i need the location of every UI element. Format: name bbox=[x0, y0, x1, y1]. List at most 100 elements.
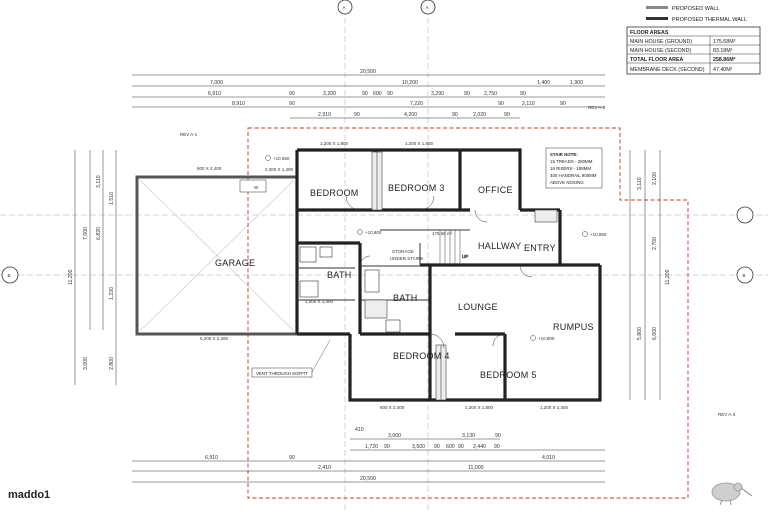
svg-text:90: 90 bbox=[464, 91, 470, 97]
stair-note: STAIR NOTE: 15 TREADS - 280MM 16 RISERS … bbox=[545, 147, 603, 189]
svg-text:3,110: 3,110 bbox=[96, 175, 102, 188]
stairs: UP bbox=[439, 230, 469, 265]
svg-text:+10,650: +10,650 bbox=[590, 232, 607, 237]
svg-text:90: 90 bbox=[560, 101, 566, 107]
svg-text:90: 90 bbox=[504, 112, 510, 118]
watermark-text: maddo1 bbox=[8, 489, 51, 501]
svg-text:1,200 X 2,400: 1,200 X 2,400 bbox=[540, 405, 569, 410]
svg-text:90: 90 bbox=[384, 444, 390, 450]
svg-text:B: B bbox=[743, 273, 746, 278]
svg-text:1,900: 1,900 bbox=[570, 80, 583, 86]
room-label-hallway: HALLWAY bbox=[478, 241, 521, 251]
svg-text:1,720: 1,720 bbox=[365, 444, 378, 450]
svg-text:20,500: 20,500 bbox=[360, 476, 376, 482]
section-marker-right-lower bbox=[736, 266, 754, 284]
svg-text:STAIR NOTE:: STAIR NOTE: bbox=[550, 152, 578, 157]
rev-a3-label: REV A-3 bbox=[718, 412, 736, 417]
svg-text:4,010: 4,010 bbox=[542, 455, 555, 461]
svg-text:1,510: 1,510 bbox=[109, 192, 115, 205]
tub-icon bbox=[299, 280, 319, 298]
shower-icon-lower bbox=[364, 269, 380, 293]
floor-area-label: 175.68 m² bbox=[432, 231, 453, 236]
room-label-bedroom-4: BEDROOM 4 bbox=[393, 351, 450, 361]
legend: PROPOSED WALL PROPOSED THERMAL WALL bbox=[646, 6, 747, 23]
svg-text:5,200 X 2,200: 5,200 X 2,200 bbox=[200, 336, 229, 341]
section-marker-top-left bbox=[337, 0, 353, 15]
svg-text:90: 90 bbox=[494, 444, 500, 450]
section-marker-top-right bbox=[420, 0, 436, 15]
right-dimension-labels: 11,200 6,000 5,800 2,700 3,110 2,100 bbox=[637, 172, 671, 340]
svg-text:+10,800: +10,800 bbox=[365, 230, 382, 235]
svg-text:90: 90 bbox=[289, 101, 295, 107]
area-label-deck: MEMBRANE DECK (SECOND) bbox=[630, 67, 705, 73]
svg-text:1,220: 1,220 bbox=[109, 287, 115, 300]
svg-text:3,500: 3,500 bbox=[412, 444, 425, 450]
svg-text:90: 90 bbox=[362, 91, 368, 97]
svg-text:A: A bbox=[343, 5, 346, 10]
svg-text:2,910: 2,910 bbox=[318, 112, 331, 118]
svg-text:410: 410 bbox=[355, 427, 364, 433]
svg-text:5,800: 5,800 bbox=[637, 327, 643, 340]
svg-text:11,200: 11,200 bbox=[68, 269, 74, 285]
room-label-bath-upper: BATH bbox=[327, 270, 352, 280]
svg-text:6,000: 6,000 bbox=[652, 327, 658, 340]
svg-text:3,200: 3,200 bbox=[323, 91, 336, 97]
svg-text:90: 90 bbox=[458, 444, 464, 450]
svg-text:1,200 X 1,800: 1,200 X 1,800 bbox=[465, 405, 494, 410]
bottom-dimension-labels: 410 3,000 3,130 90 1,720 90 3,500 90 600… bbox=[205, 427, 555, 482]
area-label-second: MAIN HOUSE (SECOND) bbox=[630, 48, 691, 54]
svg-text:1,400: 1,400 bbox=[537, 80, 550, 86]
svg-text:90: 90 bbox=[498, 101, 504, 107]
svg-text:20,500: 20,500 bbox=[360, 69, 376, 75]
svg-text:UP: UP bbox=[462, 254, 468, 259]
room-label-bedroom-3: BEDROOM 3 bbox=[388, 183, 445, 193]
room-labels: BEDROOM BEDROOM 3 OFFICE HALLWAY ENTRY B… bbox=[310, 183, 594, 380]
svg-text:2,440: 2,440 bbox=[473, 444, 486, 450]
svg-text:90: 90 bbox=[354, 112, 360, 118]
svg-text:VENT THROUGH SOFFIT: VENT THROUGH SOFFIT bbox=[256, 371, 308, 376]
svg-text:90: 90 bbox=[520, 91, 526, 97]
svg-text:+10,800: +10,800 bbox=[538, 336, 555, 341]
svg-text:90: 90 bbox=[452, 112, 458, 118]
area-label-ground: MAIN HOUSE (GROUND) bbox=[630, 39, 692, 45]
svg-text:11,200: 11,200 bbox=[665, 269, 671, 285]
bathroom-fixtures bbox=[299, 246, 401, 333]
svg-text:2,410: 2,410 bbox=[318, 465, 331, 471]
svg-text:3,290: 3,290 bbox=[431, 91, 444, 97]
room-label-lounge: LOUNGE bbox=[458, 302, 498, 312]
area-label-total: TOTAL FLOOR AREA bbox=[630, 57, 684, 63]
svg-text:6,910: 6,910 bbox=[205, 455, 218, 461]
bottom-dimensions bbox=[132, 438, 605, 483]
svg-text:6,910: 6,910 bbox=[208, 91, 221, 97]
top-dimensions bbox=[132, 74, 605, 119]
section-marker-right-upper bbox=[736, 206, 754, 224]
svg-text:7,220: 7,220 bbox=[410, 101, 423, 107]
house-walls bbox=[295, 148, 602, 402]
svg-text:8,910: 8,910 bbox=[232, 101, 245, 107]
area-value-total: 258.86M² bbox=[713, 57, 736, 63]
svg-text:2,100: 2,100 bbox=[652, 172, 658, 185]
wardrobes bbox=[364, 151, 558, 401]
svg-text:1,000 X 1,400: 1,000 X 1,400 bbox=[305, 299, 334, 304]
room-label-garage: GARAGE bbox=[215, 258, 255, 268]
svg-text:800 X 2,400: 800 X 2,400 bbox=[197, 166, 222, 171]
room-label-bedroom-5: BEDROOM 5 bbox=[480, 370, 537, 380]
room-label-rumpus: RUMPUS bbox=[553, 322, 594, 332]
svg-text:ABOVE NOSING: ABOVE NOSING bbox=[550, 180, 584, 185]
svg-text:2,700: 2,700 bbox=[652, 237, 658, 250]
left-dimension-labels: 11,200 7,000 6,820 3,000 2,800 1,510 1,2… bbox=[68, 175, 115, 370]
thermal-wall-swatch bbox=[646, 17, 668, 20]
garage: W GARAGE bbox=[135, 175, 299, 336]
vanity-icon bbox=[319, 246, 333, 258]
room-label-bath-lower: BATH bbox=[393, 293, 418, 303]
shower-icon bbox=[299, 246, 317, 263]
svg-text:2,020: 2,020 bbox=[473, 112, 486, 118]
svg-text:90: 90 bbox=[387, 91, 393, 97]
area-value-ground: 175.68M² bbox=[713, 39, 736, 45]
level-markers: +10,650 +10,800 +10,650 +10,800 bbox=[265, 155, 607, 341]
revision-labels: REV A-1 REV A-2 REV A-3 bbox=[180, 105, 736, 417]
revision-cloud bbox=[247, 127, 689, 499]
svg-text:16 RISERS - 188MM: 16 RISERS - 188MM bbox=[550, 166, 591, 171]
svg-text:W: W bbox=[254, 185, 259, 190]
